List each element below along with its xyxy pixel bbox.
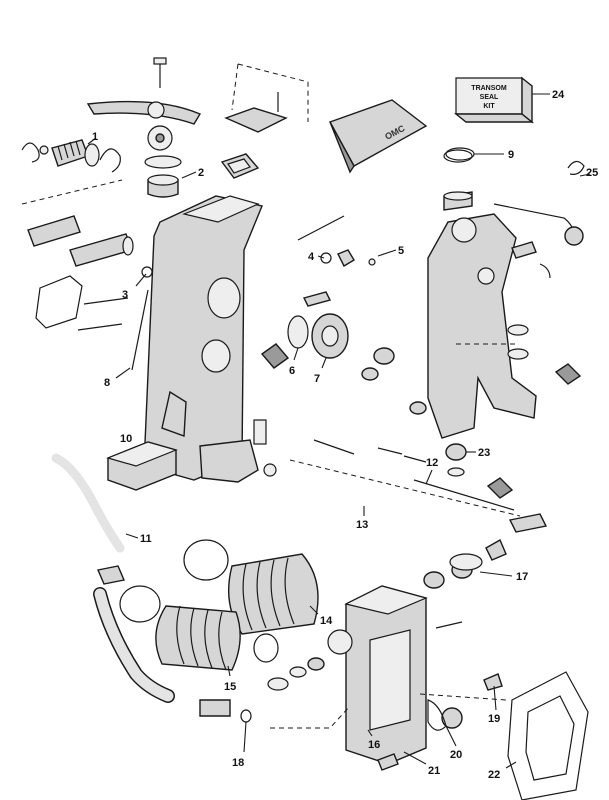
water-hose-part-8 — [131, 289, 149, 371]
transom-seal-kit-box: TRANSOM SEAL KIT — [454, 76, 534, 124]
mounting-block-part-10 — [106, 441, 178, 491]
trim-sender-part-25 — [493, 160, 585, 279]
callout-17: 17 — [516, 571, 528, 583]
callout-12: 12 — [426, 457, 438, 469]
callout-11: 11 — [140, 533, 152, 545]
bearing-part-7 — [311, 313, 349, 359]
dashed-guides — [270, 343, 516, 729]
callout-25: 25 — [586, 167, 598, 179]
bellows-part-15 — [155, 605, 241, 671]
callout-24: 24 — [552, 89, 565, 101]
callout-23: 23 — [478, 447, 490, 459]
callout-22: 22 — [488, 769, 500, 781]
right-hardware — [361, 241, 582, 415]
studs — [77, 297, 129, 331]
cap-housing — [224, 63, 309, 133]
lower-hose — [93, 565, 175, 703]
bellows-part-14 — [227, 553, 319, 635]
callout-1: 1 — [92, 131, 98, 143]
clamps — [119, 539, 279, 663]
exhaust-tubes-part-3 — [21, 179, 153, 278]
callout-7: 7 — [314, 373, 320, 385]
callout-2: 2 — [198, 167, 204, 179]
callout-18: 18 — [232, 757, 244, 769]
center-bracket — [199, 419, 277, 483]
gasket-left — [35, 275, 83, 329]
boot-assembly-part-1 — [21, 139, 121, 173]
exhaust-bellows-housing — [327, 585, 428, 765]
callout-6: 6 — [289, 365, 295, 377]
callout-labels: 1 2 3 4 5 6 7 8 9 10 11 12 13 — [87, 89, 598, 781]
gimbal-housing-right — [427, 149, 537, 439]
callout-10: 10 — [120, 433, 132, 445]
gimbal-housing-left — [143, 195, 263, 481]
callout-20: 20 — [450, 749, 462, 761]
small-hardware-parts-4-5 — [297, 215, 376, 307]
callout-21: 21 — [428, 765, 440, 777]
bracket-plate — [220, 153, 260, 179]
callout-13: 13 — [356, 519, 368, 531]
callout-4: 4 — [308, 251, 315, 263]
omc-top-cover: OMC — [328, 99, 428, 174]
shift-rod-part-12-13 — [289, 439, 548, 533]
callout-5: 5 — [398, 245, 404, 257]
kit-label-line1: TRANSOM — [471, 85, 507, 92]
callout-3: 3 — [122, 289, 128, 301]
callout-15: 15 — [224, 681, 236, 693]
upper-seal-ring-part-2 — [144, 155, 182, 198]
seal-part-6 — [260, 315, 309, 369]
lower-hardware — [199, 539, 507, 771]
kit-label-line3: KIT — [483, 103, 495, 110]
callout-9: 9 — [508, 149, 514, 161]
gasket-part-22 — [507, 671, 589, 800]
callout-14: 14 — [320, 615, 333, 627]
hose-part-11 — [51, 453, 125, 553]
callout-8: 8 — [104, 377, 110, 389]
steering-link-bar — [86, 57, 202, 151]
callout-19: 19 — [488, 713, 500, 725]
callout-16: 16 — [368, 739, 380, 751]
kit-label-line2: SEAL — [480, 94, 499, 101]
